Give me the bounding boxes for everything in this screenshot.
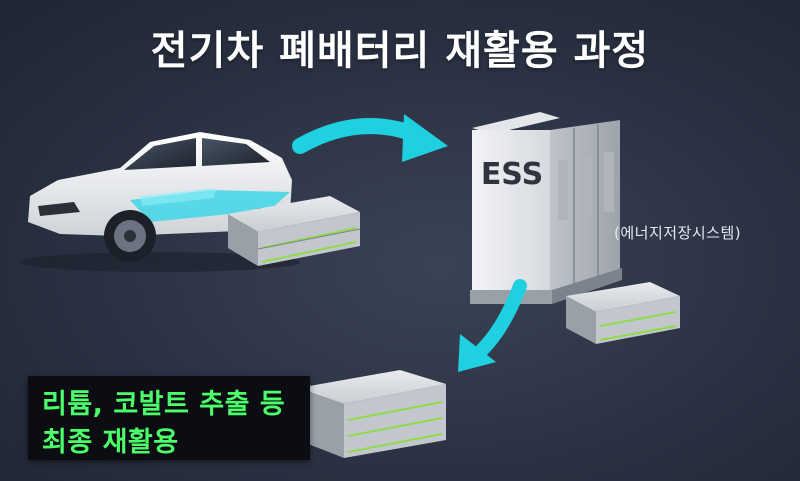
battery-pack-ess: [566, 282, 680, 344]
diagram-title: 전기차 폐배터리 재활용 과정: [150, 28, 650, 74]
result-caption-box: 리튬, 코발트 추출 등 최종 재활용: [28, 376, 310, 460]
ess-description: (에너지저장시스템): [614, 224, 742, 242]
electric-car-illustration: [20, 132, 300, 272]
result-line-2: 최종 재활용: [42, 427, 179, 458]
arrow-car-to-ess: [292, 114, 448, 162]
arrow-ess-to-recycling: [458, 279, 527, 372]
result-line-1: 리튬, 코발트 추출 등: [42, 389, 286, 420]
ess-cabinet-illustration: ESS: [470, 112, 622, 304]
ess-label: ESS: [481, 157, 543, 192]
battery-pack-recycling: [298, 370, 446, 458]
battery-pack-used: [228, 196, 361, 266]
